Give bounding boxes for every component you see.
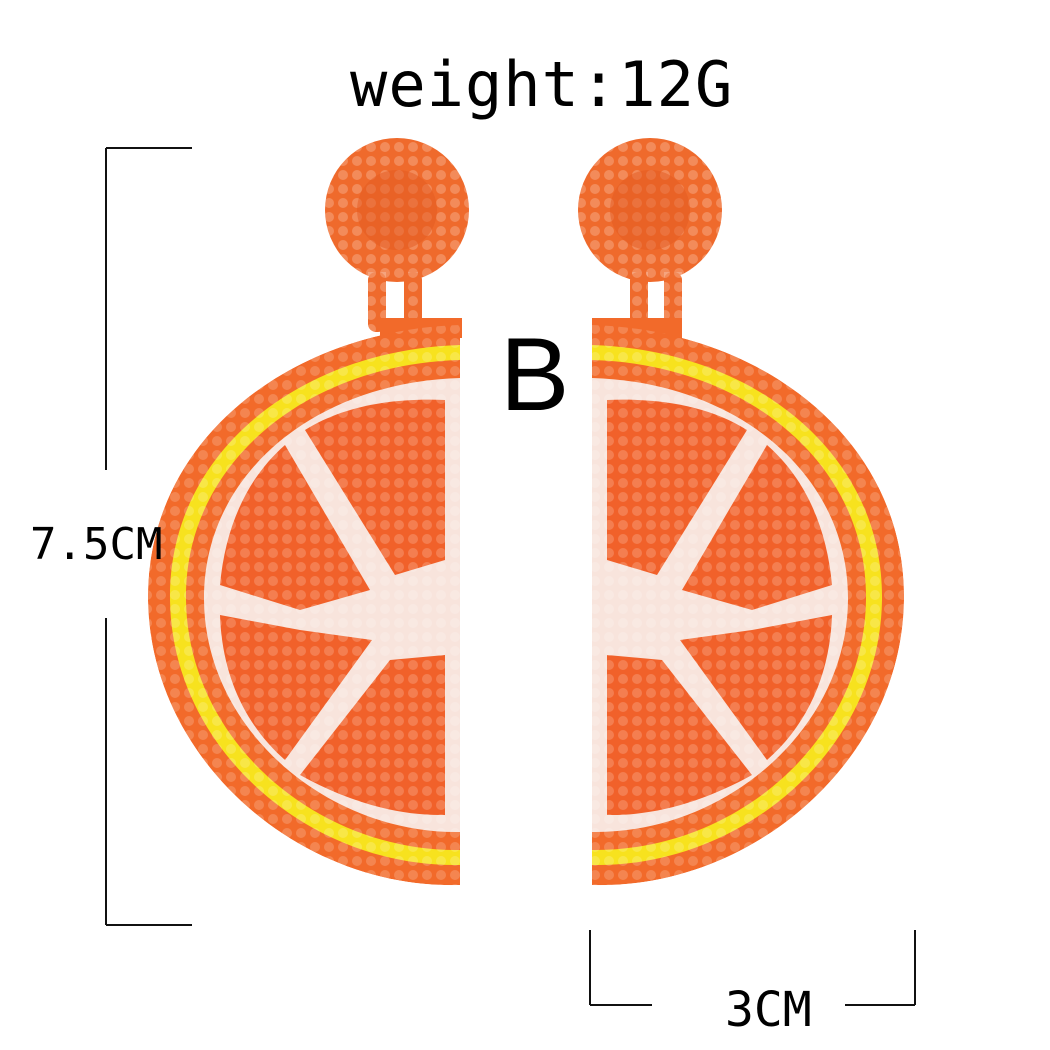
height-measurement-label: 7.5CM [30, 519, 163, 570]
variant-label: B [500, 317, 570, 433]
width-measurement-label: 3CM [725, 982, 812, 1038]
right-earring-icon [578, 138, 905, 886]
height-dimension-icon [105, 147, 192, 926]
width-dimension-icon [589, 930, 916, 1006]
left-earring-icon [147, 138, 469, 886]
weight-label: weight:12G [350, 48, 734, 121]
